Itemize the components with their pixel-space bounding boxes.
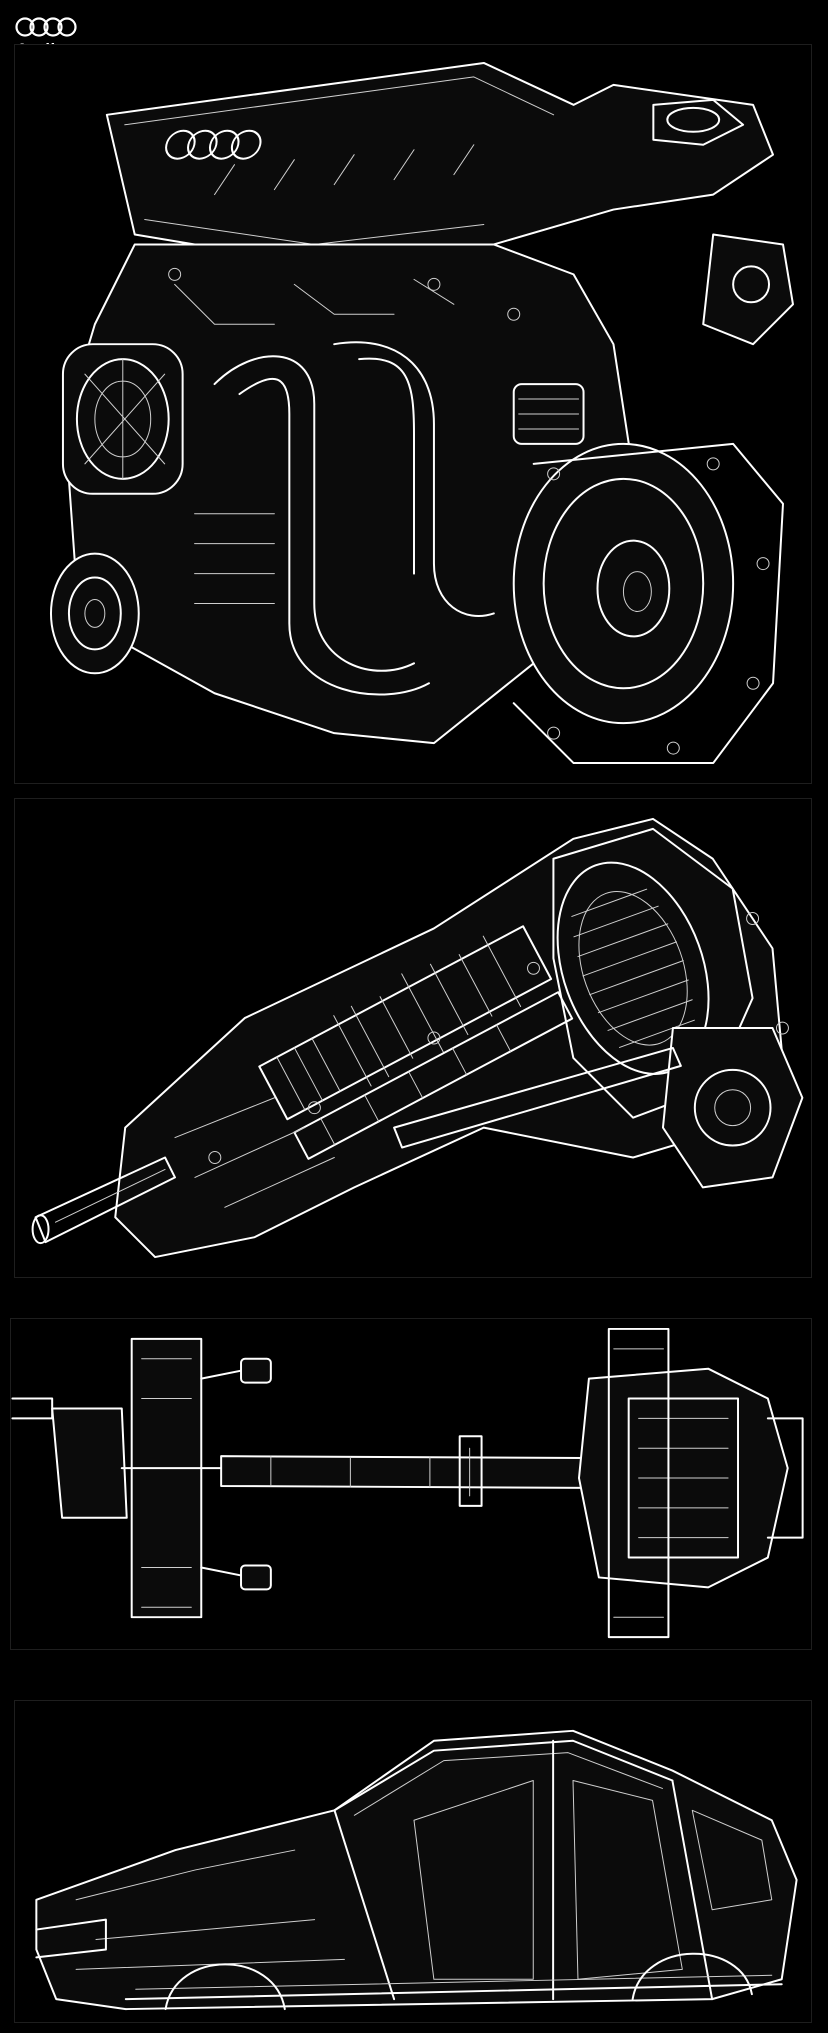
drivetrain-panel	[10, 1318, 812, 1650]
body-frame-panel	[14, 1700, 812, 2023]
transmission-illustration	[31, 817, 804, 1259]
four-rings-logo-icon	[15, 17, 77, 37]
car-body-frame-illustration	[35, 1729, 798, 2011]
drivetrain-illustration	[11, 1327, 804, 1639]
engine-illustration	[49, 61, 794, 765]
transmission-panel	[14, 798, 812, 1278]
engine-panel	[14, 44, 812, 784]
